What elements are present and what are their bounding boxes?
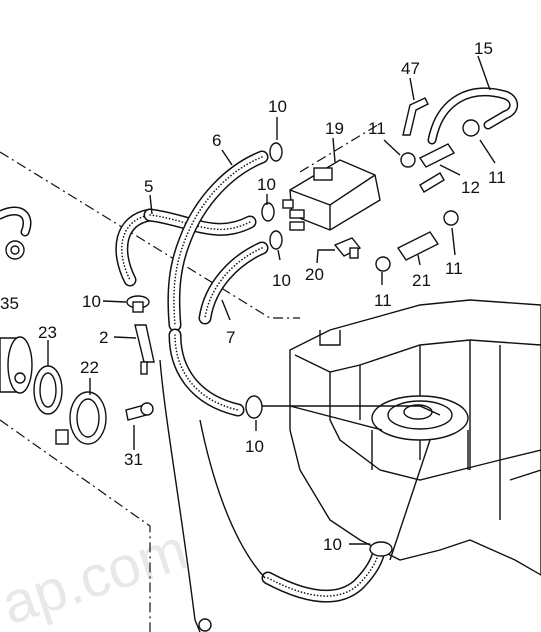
- callout-21: 21: [412, 271, 431, 290]
- leader-lines: [47, 55, 496, 545]
- callout-23: 23: [38, 323, 57, 342]
- callout-labels: 47 15 19 10 11 6 5 10 12 11 10 20 21 11 …: [0, 39, 506, 554]
- callout-22: 22: [80, 358, 99, 377]
- hoses: [115, 150, 385, 632]
- callout-10-left: 10: [82, 292, 101, 311]
- left-parts: [0, 206, 154, 445]
- connector-2: [126, 295, 155, 375]
- callout-15: 15: [474, 39, 493, 58]
- canister-19: [282, 159, 381, 231]
- watermark: ap.com: [0, 517, 195, 632]
- callout-10-low: 10: [272, 271, 291, 290]
- callout-7: 7: [226, 328, 235, 347]
- callout-10-mid: 10: [257, 175, 276, 194]
- callout-2: 2: [99, 328, 108, 347]
- callout-35: 35: [0, 294, 19, 313]
- upper-right-parts: [375, 87, 519, 272]
- callout-11-b: 11: [488, 168, 506, 187]
- valve-20: [333, 237, 362, 259]
- callout-47: 47: [401, 59, 420, 78]
- clamps: [198, 142, 393, 632]
- callout-10-tank: 10: [245, 437, 264, 456]
- callout-11-d: 11: [374, 291, 392, 310]
- callout-12: 12: [461, 178, 480, 197]
- callout-31: 31: [124, 450, 143, 469]
- frame-lines: [0, 122, 382, 632]
- callout-10-bottom: 10: [323, 535, 342, 554]
- fuel-tank: [289, 299, 541, 576]
- callout-19: 19: [325, 119, 344, 138]
- callout-20: 20: [305, 265, 324, 284]
- callout-5: 5: [144, 177, 153, 196]
- callout-10-top: 10: [268, 97, 287, 116]
- callout-6: 6: [212, 131, 221, 150]
- callout-11-c: 11: [445, 259, 463, 278]
- callout-11-a: 11: [368, 119, 386, 138]
